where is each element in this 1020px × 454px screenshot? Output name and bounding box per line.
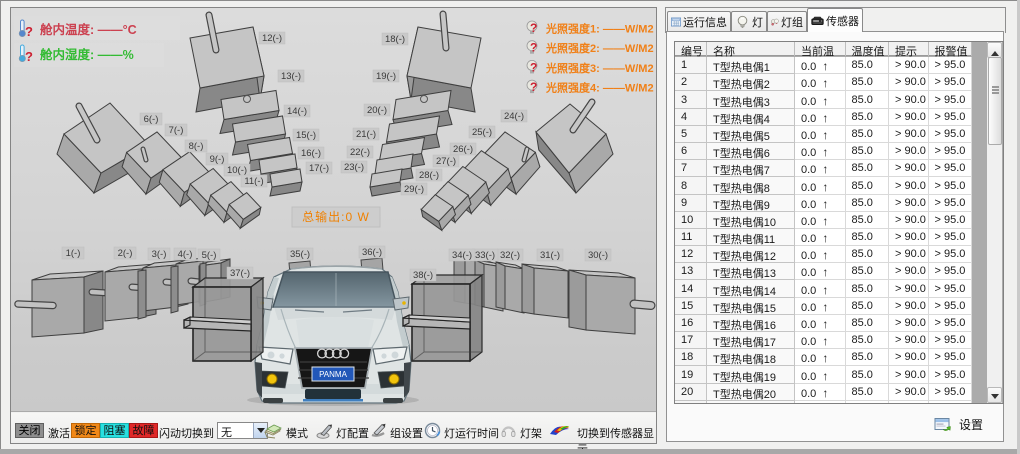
svg-text:22(-): 22(-) — [350, 147, 370, 158]
svg-text:37(-): 37(-) — [230, 268, 250, 279]
svg-text:?: ? — [25, 49, 33, 64]
svg-text:1(-): 1(-) — [66, 248, 81, 259]
svg-text:?: ? — [530, 21, 537, 35]
svg-text:29(-): 29(-) — [404, 184, 424, 195]
svg-text:16(-): 16(-) — [301, 148, 321, 159]
svg-text:7(-): 7(-) — [169, 125, 184, 136]
svg-text:27(-): 27(-) — [436, 156, 456, 167]
svg-text:光照强度1: ——W/M2: 光照强度1: ——W/M2 — [545, 22, 654, 36]
svg-text:26(-): 26(-) — [453, 144, 473, 155]
svg-text:24(-): 24(-) — [504, 111, 524, 122]
svg-text:5(-): 5(-) — [202, 250, 217, 261]
svg-text:30(-): 30(-) — [588, 250, 608, 261]
svg-text:28(-): 28(-) — [419, 170, 439, 181]
svg-text:?: ? — [530, 41, 537, 55]
svg-text:PANMA: PANMA — [319, 370, 348, 379]
svg-text:18(-): 18(-) — [385, 34, 405, 45]
svg-text:20(-): 20(-) — [367, 105, 387, 116]
svg-text:15(-): 15(-) — [296, 130, 316, 141]
svg-text:?: ? — [530, 60, 537, 74]
svg-text:34(-): 34(-) — [452, 250, 472, 261]
svg-text:?: ? — [25, 24, 33, 39]
svg-text:14(-): 14(-) — [287, 106, 307, 117]
svg-text:8(-): 8(-) — [189, 141, 204, 152]
svg-text:9(-): 9(-) — [210, 154, 225, 165]
svg-text:36(-): 36(-) — [362, 247, 382, 258]
svg-text:33(-): 33(-) — [475, 250, 495, 261]
svg-text:舱内温度: ——°C: 舱内温度: ——°C — [40, 22, 137, 37]
svg-text:总输出:0 W: 总输出:0 W — [302, 209, 370, 224]
svg-text:舱内湿度: ——%: 舱内湿度: ——% — [40, 47, 134, 62]
svg-text:13(-): 13(-) — [281, 71, 301, 82]
svg-text:4(-): 4(-) — [178, 249, 193, 260]
svg-text:6(-): 6(-) — [144, 114, 159, 125]
svg-text:35(-): 35(-) — [290, 249, 310, 260]
svg-text:?: ? — [530, 80, 537, 94]
svg-text:光照强度4: ——W/M2: 光照强度4: ——W/M2 — [545, 81, 654, 95]
svg-text:23(-): 23(-) — [344, 162, 364, 173]
svg-text:10(-): 10(-) — [227, 165, 247, 176]
svg-text:12(-): 12(-) — [262, 33, 282, 44]
svg-text:25(-): 25(-) — [472, 127, 492, 138]
svg-text:21(-): 21(-) — [356, 129, 376, 140]
svg-text:光照强度3: ——W/M2: 光照强度3: ——W/M2 — [545, 61, 654, 75]
svg-text:31(-): 31(-) — [540, 250, 560, 261]
svg-text:光照强度2: ——W/M2: 光照强度2: ——W/M2 — [545, 41, 654, 55]
svg-text:38(-): 38(-) — [413, 270, 433, 281]
svg-text:17(-): 17(-) — [309, 163, 329, 174]
svg-text:32(-): 32(-) — [500, 250, 520, 261]
svg-text:3(-): 3(-) — [152, 249, 167, 260]
svg-text:2(-): 2(-) — [118, 248, 133, 259]
svg-text:19(-): 19(-) — [376, 71, 396, 82]
svg-text:11(-): 11(-) — [244, 176, 263, 187]
